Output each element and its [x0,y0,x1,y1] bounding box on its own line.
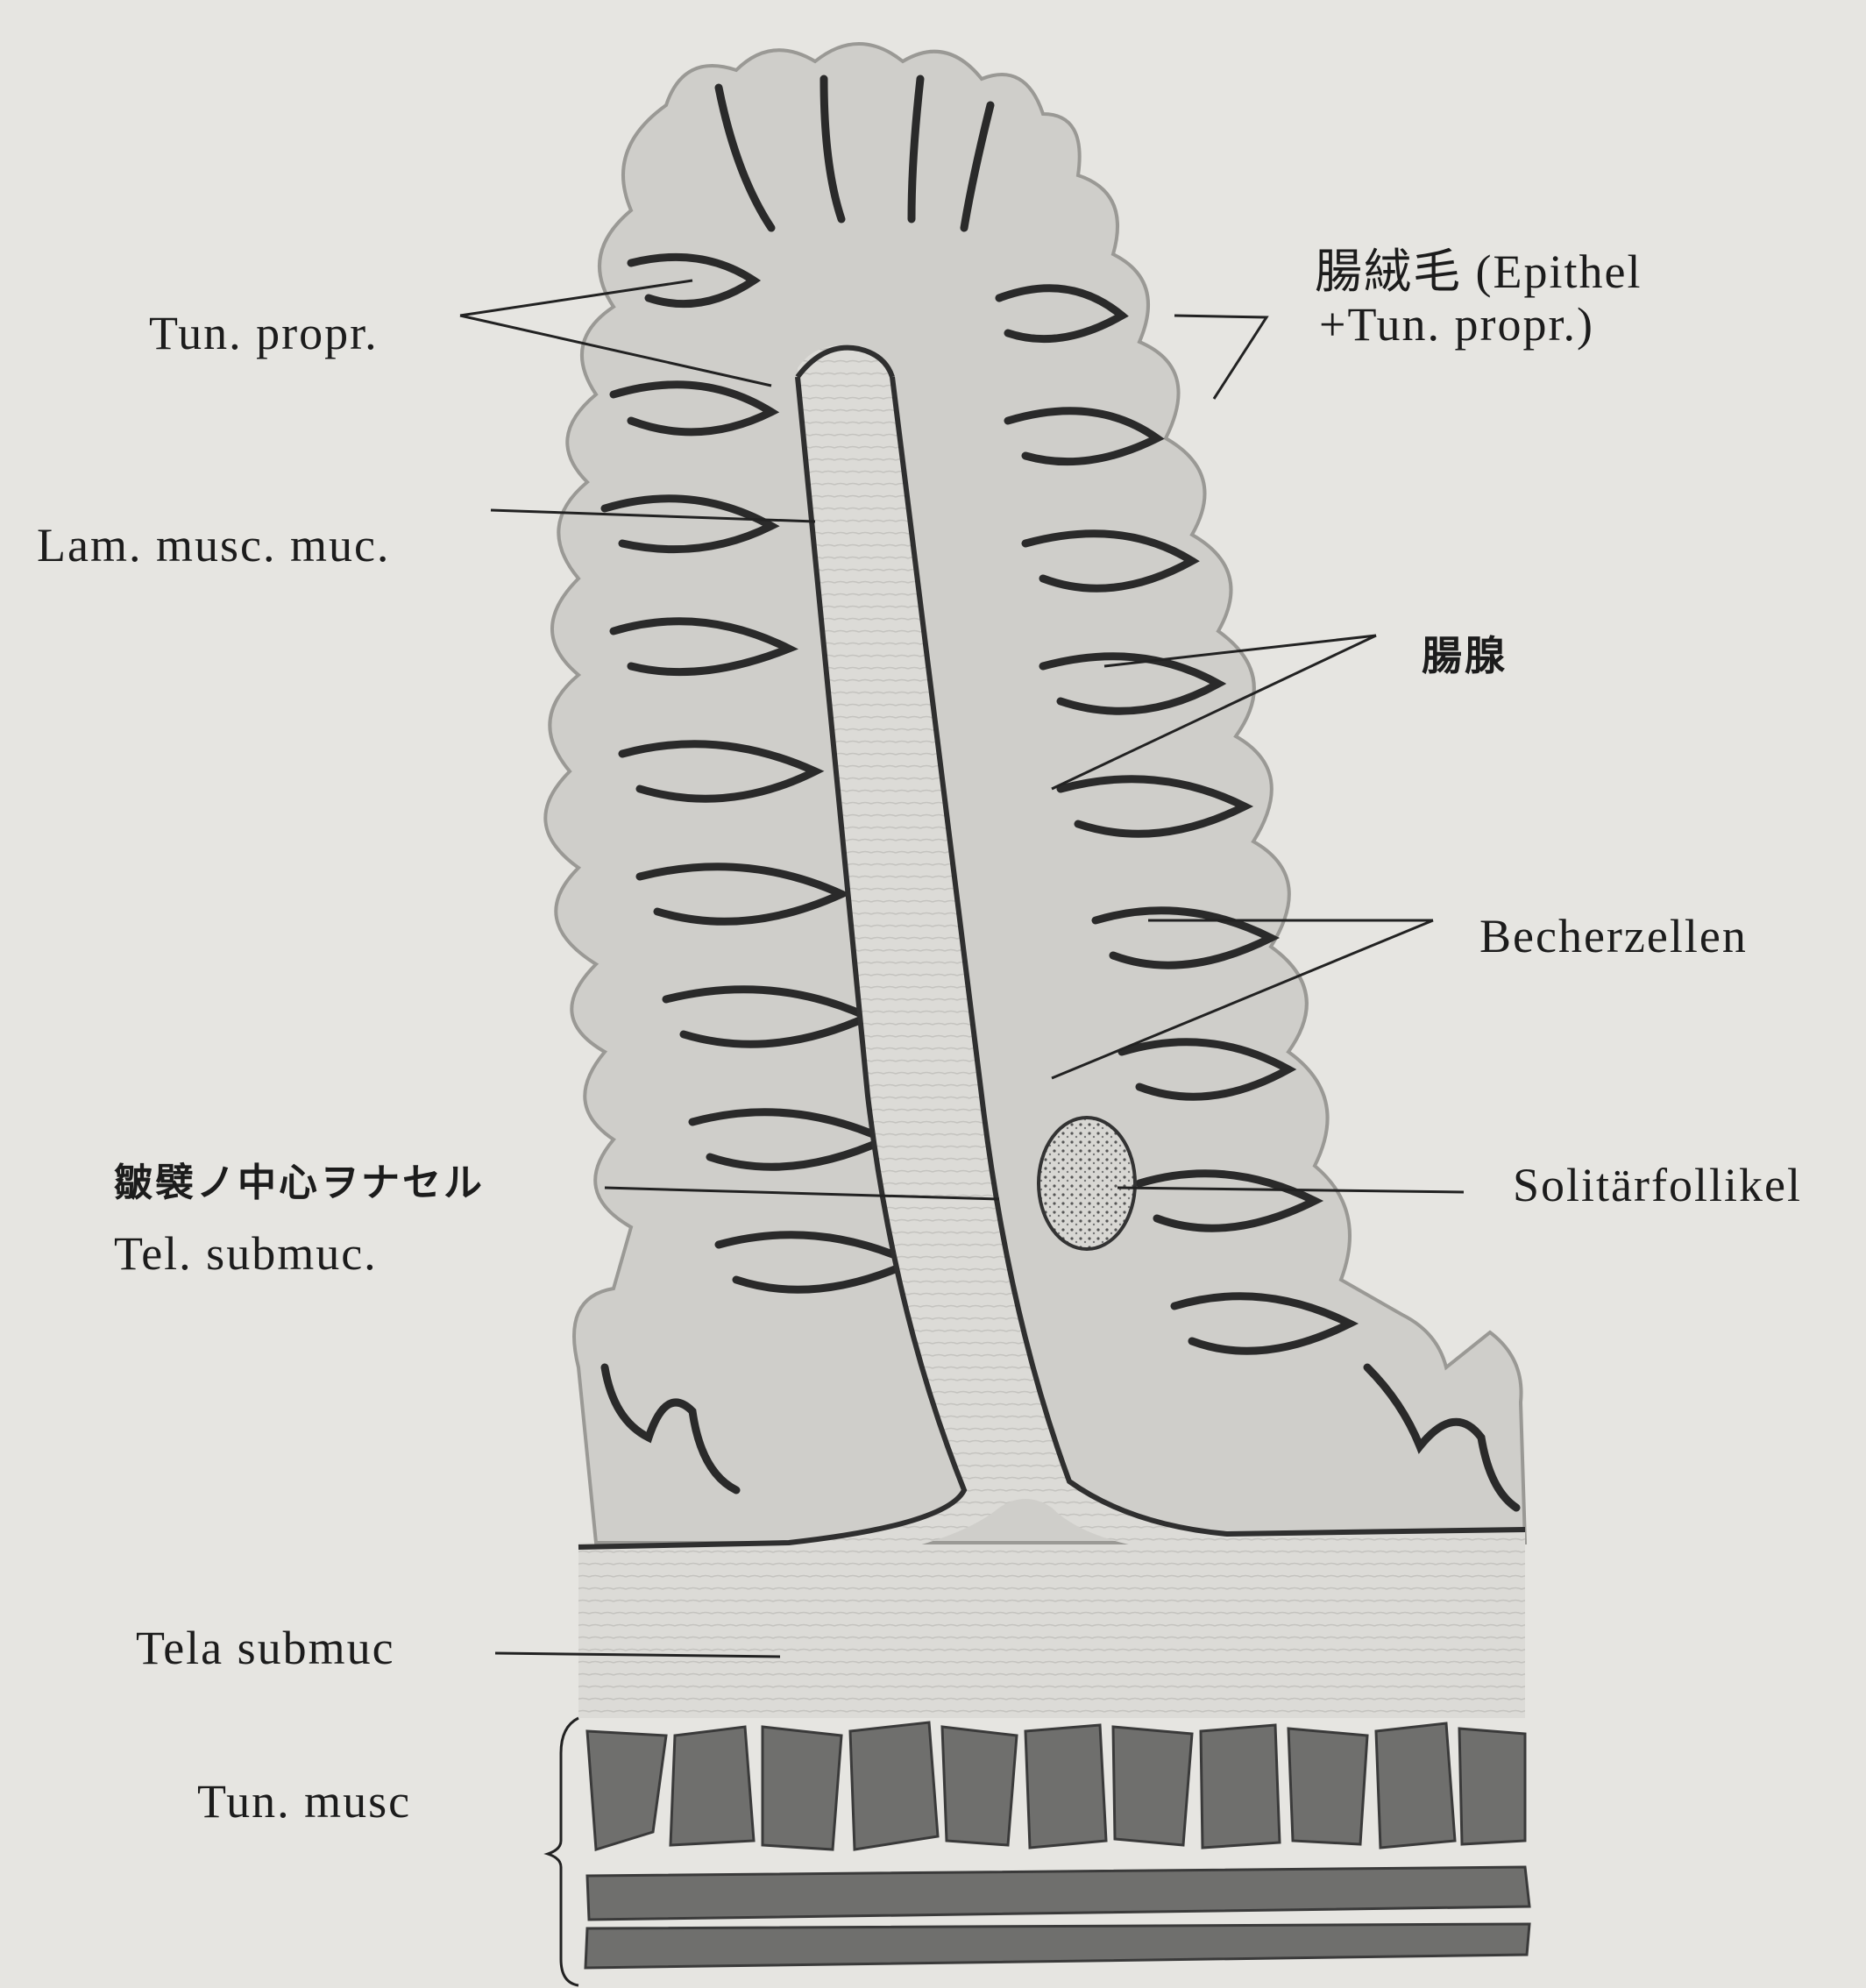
muscle-layer [585,1722,1529,1968]
label-solitarfollikel: Solitärfollikel [1513,1159,1802,1211]
label-tun-musc: Tun. musc [197,1775,411,1828]
label-villi-line1: 腸絨毛 (Epithel [1315,245,1642,298]
label-tel-submuc: Tel. submuc. [114,1227,378,1280]
label-tun-propr: Tun. propr. [149,307,379,359]
label-fold-center-jp: 皺襞ノ中心ヲナセル [114,1157,485,1210]
label-tela-submuc: Tela submuc [136,1622,395,1674]
label-becherzellen: Becherzellen [1479,910,1748,962]
label-villi-line2: +Tun. propr.) [1319,298,1594,351]
label-intestinal-glands: 腸腺 [1422,629,1508,682]
label-lam-musc-muc: Lam. musc. muc. [37,519,390,572]
solitary-follicle [1039,1118,1135,1249]
